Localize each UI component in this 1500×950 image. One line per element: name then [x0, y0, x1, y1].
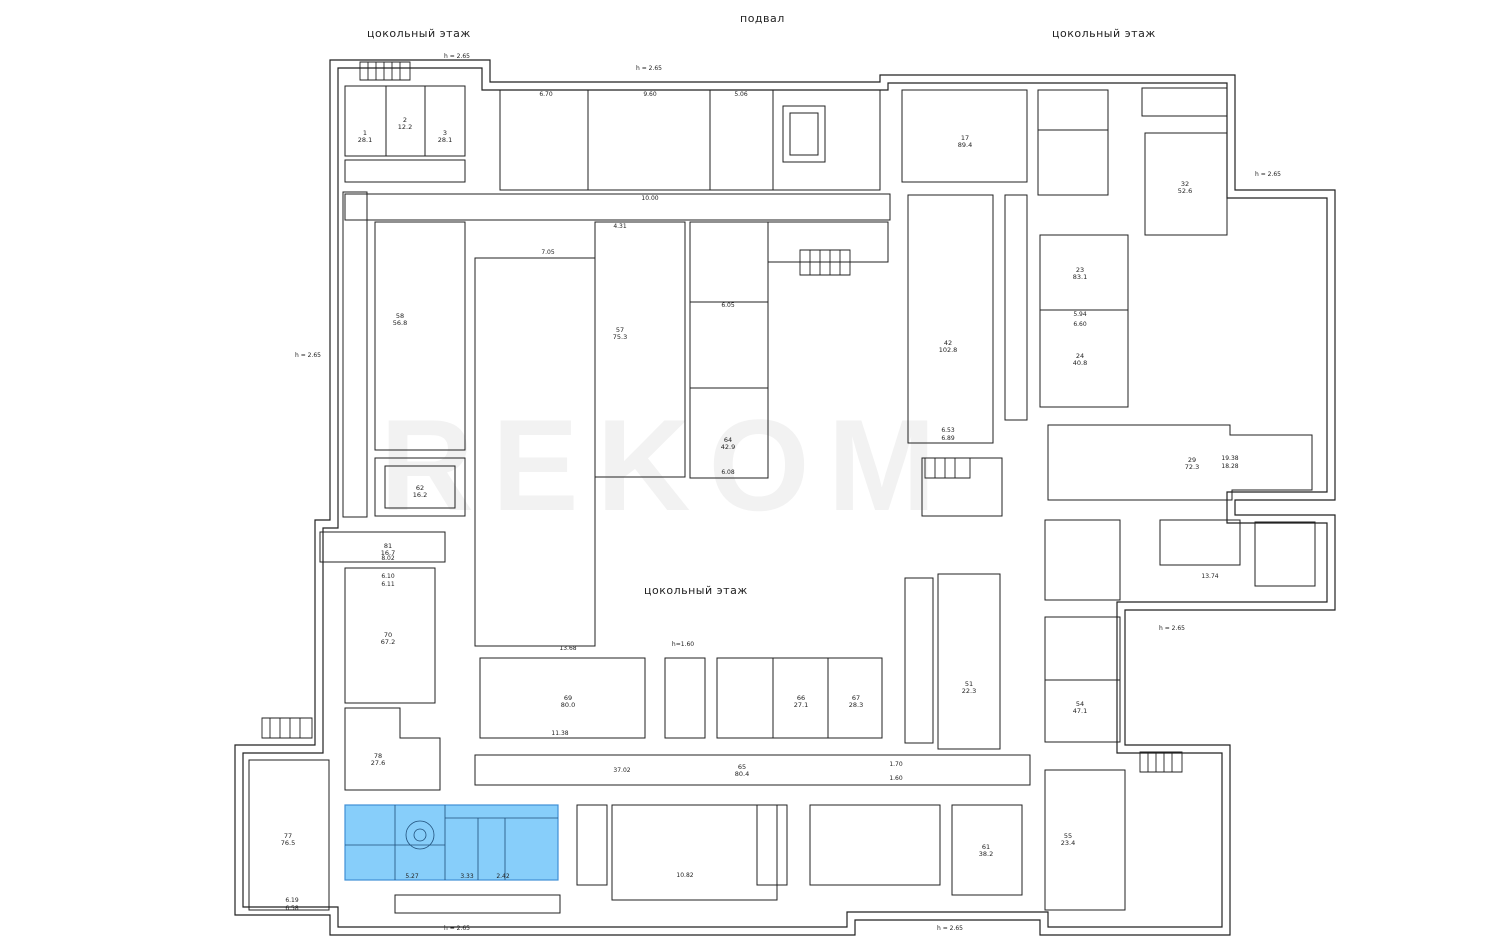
dimension-label: 6.05 — [721, 302, 735, 309]
room-number-69: 69 — [564, 694, 572, 702]
room-area-57: 75.3 — [613, 333, 627, 341]
room-number-24: 24 — [1076, 352, 1084, 360]
basement-label: подвал — [740, 12, 785, 25]
room-area-51: 22.3 — [962, 687, 976, 695]
room-area-42: 102.8 — [939, 346, 958, 354]
room-number-17: 17 — [961, 134, 969, 142]
room-number-58: 58 — [396, 312, 404, 320]
room-number-3: 3 — [443, 129, 447, 137]
dimension-label: 6.53 — [941, 427, 955, 434]
room-number-65: 65 — [738, 763, 746, 771]
ceiling-height-note: h = 2.65 — [636, 65, 662, 72]
room-number-23: 23 — [1076, 266, 1084, 274]
room-area-2: 12.2 — [398, 123, 412, 131]
room-number-29: 29 — [1188, 456, 1196, 464]
room-area-54: 47.1 — [1073, 707, 1087, 715]
watermark-text: REKOM — [380, 392, 954, 538]
room-number-42: 42 — [944, 339, 952, 347]
dimension-label: 6.11 — [381, 581, 395, 588]
room-number-70: 70 — [384, 631, 392, 639]
room-area-70: 67.2 — [381, 638, 395, 646]
room-area-1: 28.1 — [358, 136, 372, 144]
ceiling-height-note: h = 2.65 — [1159, 625, 1185, 632]
ceiling-height-note: h = 2.65 — [444, 53, 470, 60]
dimension-label: 1.70 — [889, 761, 903, 768]
room-area-77: 76.5 — [281, 839, 295, 847]
dimension-label: 10.82 — [676, 872, 693, 879]
dimension-label: 18.28 — [1221, 463, 1238, 470]
room-number-66: 66 — [797, 694, 805, 702]
dimension-label: 37.02 — [613, 767, 630, 774]
room-number-1: 1 — [363, 129, 367, 137]
dimension-label: 7.05 — [541, 249, 555, 256]
room-area-65: 80.4 — [735, 770, 749, 778]
room-area-66: 27.1 — [794, 701, 808, 709]
room-area-29: 72.3 — [1185, 463, 1199, 471]
room-number-77: 77 — [284, 832, 292, 840]
dimension-label: 5.94 — [1073, 311, 1087, 318]
room-area-69: 80.0 — [561, 701, 575, 709]
room-number-61: 61 — [982, 843, 990, 851]
dimension-label: 6.08 — [721, 469, 735, 476]
interior-walls — [248, 61, 1316, 914]
dimension-label: 6.58 — [285, 905, 299, 912]
dimension-label: 6.60 — [1073, 321, 1087, 328]
outer-walls — [234, 59, 1336, 936]
plinth-floor-label-center: цокольный этаж — [644, 584, 748, 597]
room-area-64: 42.9 — [721, 443, 735, 451]
room-area-24: 40.8 — [1073, 359, 1087, 367]
dimension-label: 13.68 — [559, 645, 576, 652]
room-area-58: 56.8 — [393, 319, 407, 327]
dimension-label: 10.00 — [641, 195, 658, 202]
room-area-78: 27.6 — [371, 759, 385, 767]
ceiling-height-note: h = 2.65 — [937, 925, 963, 932]
ceiling-height-note: h = 2.65 — [295, 352, 321, 359]
room-number-2: 2 — [403, 116, 407, 124]
room-number-32: 32 — [1181, 180, 1189, 188]
room-area-67: 28.3 — [849, 701, 863, 709]
dimension-label: 5.27 — [405, 873, 419, 880]
room-area-3: 28.1 — [438, 136, 452, 144]
ceiling-height-note: h = 2.65 — [444, 925, 470, 932]
dimension-label: 6.89 — [941, 435, 955, 442]
room-area-17: 89.4 — [958, 141, 972, 149]
plinth-floor-label-left: цокольный этаж — [367, 27, 471, 40]
dimension-label: 2.42 — [496, 873, 510, 880]
room-area-62: 16.2 — [413, 491, 427, 499]
dimension-label: 13.74 — [1201, 573, 1218, 580]
room-area-32: 52.6 — [1178, 187, 1192, 195]
ceiling-height-note: h = 2.65 — [1255, 171, 1281, 178]
room-number-57: 57 — [616, 326, 624, 334]
room-number-51: 51 — [965, 680, 973, 688]
dimension-label: 8.02 — [381, 555, 395, 562]
dimension-label: 11.38 — [551, 730, 568, 737]
room-number-62: 62 — [416, 484, 424, 492]
dimension-label: 19.38 — [1221, 455, 1238, 462]
dimension-label: 5.06 — [734, 91, 748, 98]
dimension-label: 6.19 — [285, 897, 299, 904]
room-number-54: 54 — [1076, 700, 1084, 708]
plinth-floor-label-right: цокольный этаж — [1052, 27, 1156, 40]
room-area-81: 16.7 — [381, 549, 395, 557]
dimension-label: 9.60 — [643, 91, 657, 98]
room-number-81: 81 — [384, 542, 392, 550]
dimension-label: 4.31 — [613, 223, 627, 230]
highlighted-premises[interactable] — [344, 804, 559, 881]
room-number-67: 67 — [852, 694, 860, 702]
dimension-label: 6.70 — [539, 91, 553, 98]
room-number-78: 78 — [374, 752, 382, 760]
room-area-61: 38.2 — [979, 850, 993, 858]
room-area-55: 23.4 — [1061, 839, 1075, 847]
room-number-64: 64 — [724, 436, 732, 444]
room-number-55: 55 — [1064, 832, 1072, 840]
dimension-label: 1.60 — [889, 775, 903, 782]
room-area-23: 83.1 — [1073, 273, 1087, 281]
dimension-label: 3.33 — [460, 873, 474, 880]
dimension-label: h=1.60 — [672, 641, 694, 648]
dimension-label: 6.10 — [381, 573, 395, 580]
